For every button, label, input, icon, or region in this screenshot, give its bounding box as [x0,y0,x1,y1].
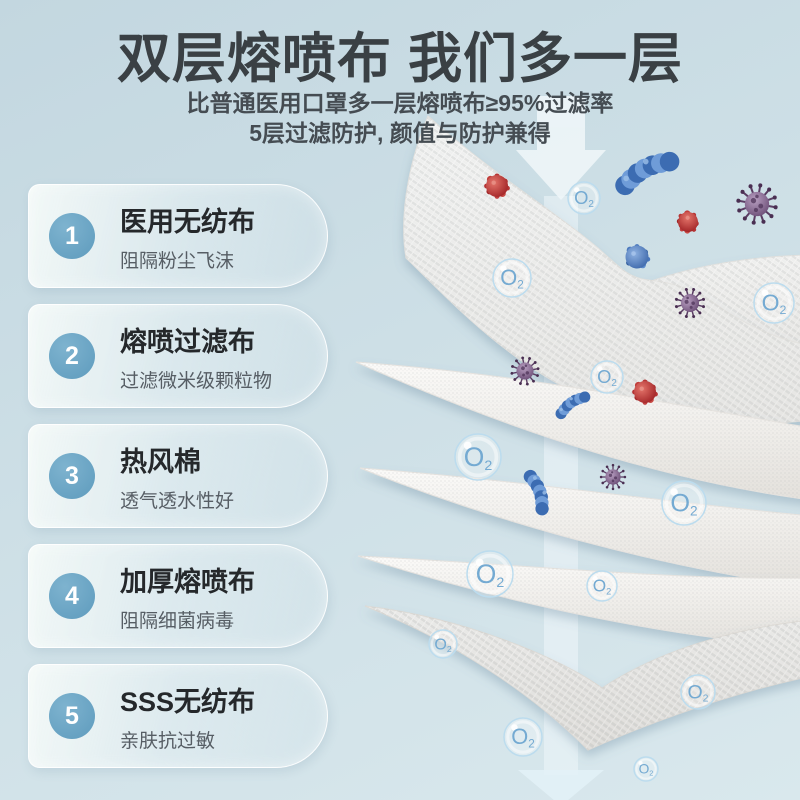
microbe-icon [625,244,651,269]
layer-title: 热风棉 [120,446,201,477]
layer-title: 熔喷过滤布 [120,326,255,357]
o2-bubble-icon: O2 [428,629,458,659]
dust-particle-icon [671,205,705,239]
layer-list: 1 医用无纺布 阻隔粉尘飞沫 2 熔喷过滤布 过滤微米级颗粒物 3 热风棉 透气… [28,184,328,768]
o2-bubble-icon: O2 [590,360,624,394]
layer-item-5: 5 SSS无纺布 亲肤抗过敏 [28,664,328,768]
svg-text:O2: O2 [593,576,612,597]
layer-item-text: 热风棉 透气透水性好 [120,440,234,513]
layer-item-1: 1 医用无纺布 阻隔粉尘飞沫 [28,184,328,288]
o2-bubble-icon: O2 [454,433,502,481]
layer-item-3: 3 热风棉 透气透水性好 [28,424,328,528]
layer-desc: 阻隔细菌病毒 [120,610,235,632]
subtitle-line-2: 5层过滤防护, 颜值与防护兼得 [249,120,551,146]
svg-text:O2: O2 [476,559,505,591]
page-subtitle: 比普通医用口罩多一层熔喷布≥95%过滤率 5层过滤防护, 颜值与防护兼得 [0,88,800,148]
o2-bubble-icon: O2 [680,674,716,710]
o2-bubble-icon: O2 [492,258,532,298]
o2-bubble-icon: O2 [633,756,659,782]
bacteria-icon [609,143,683,199]
layer-item-4: 4 加厚熔喷布 阻隔细菌病毒 [28,544,328,648]
layer-item-text: 熔喷过滤布 过滤微米级颗粒物 [120,320,272,393]
layer-desc: 阻隔粉尘飞沫 [120,250,235,272]
layer-number-badge: 2 [49,333,95,379]
layer-title: 医用无纺布 [120,206,255,237]
svg-text:O2: O2 [687,681,708,704]
svg-text:O2: O2 [500,265,524,291]
svg-text:O2: O2 [434,635,452,654]
o2-bubble-icon: O2 [567,181,601,215]
svg-text:O2: O2 [597,366,617,389]
svg-text:O2: O2 [511,724,535,750]
svg-text:O2: O2 [639,762,654,778]
layer-item-2: 2 熔喷过滤布 过滤微米级颗粒物 [28,304,328,408]
layer-desc: 亲肤抗过敏 [120,730,216,752]
layer-number-badge: 4 [49,573,95,619]
page-title: 双层熔喷布 我们多一层 [116,29,683,89]
layer-title: SSS无纺布 [120,686,256,717]
layer-number-badge: 1 [49,213,95,259]
layer-item-text: 医用无纺布 阻隔粉尘飞沫 [120,200,255,273]
o2-bubble-icon: O2 [466,550,514,598]
virus-icon [731,178,783,230]
subtitle-line-1: 比普通医用口罩多一层熔喷布≥95%过滤率 [186,90,614,116]
layer-number-badge: 3 [49,453,95,499]
svg-text:O2: O2 [464,442,493,474]
layer-title: 加厚熔喷布 [120,566,255,597]
airflow-arrow-bottom-icon [518,770,604,800]
svg-text:O2: O2 [574,187,594,210]
o2-bubble-icon: O2 [503,717,543,757]
layer-desc: 过滤微米级颗粒物 [120,370,273,392]
o2-bubble-icon: O2 [661,480,707,526]
airflow-arrow-top-icon [516,96,606,200]
svg-text:O2: O2 [670,489,697,518]
layer-number-badge: 5 [49,693,95,739]
o2-bubble-icon: O2 [753,282,795,324]
virus-icon [599,463,627,491]
layer-desc: 透气透水性好 [120,490,235,512]
layer-item-text: SSS无纺布 亲肤抗过敏 [120,680,255,753]
o2-bubble-icon: O2 [586,570,618,602]
layer-item-text: 加厚熔喷布 阻隔细菌病毒 [120,560,255,633]
svg-text:O2: O2 [762,290,787,318]
